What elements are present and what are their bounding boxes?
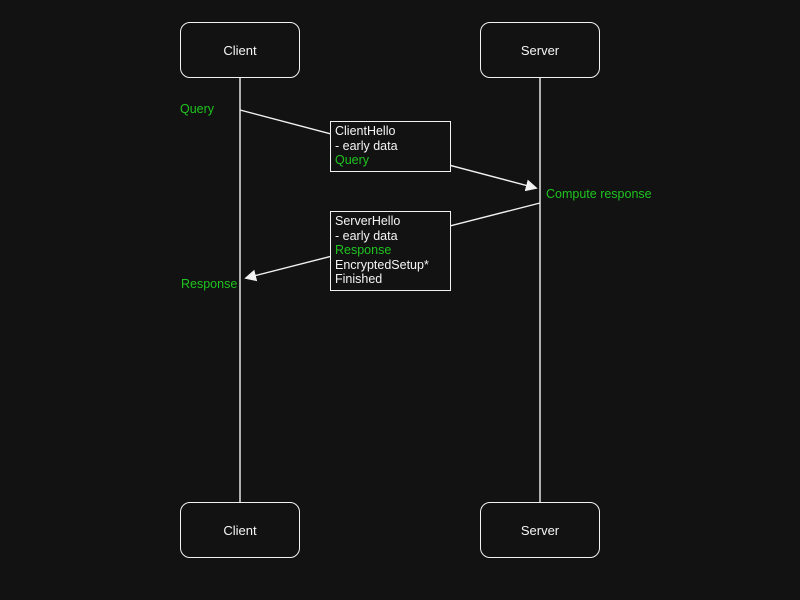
actor-label: Client xyxy=(223,42,257,58)
actor-box-client-bottom: Client xyxy=(180,502,300,558)
query-annotation: Query xyxy=(180,102,215,116)
actor-box-server-top: Server xyxy=(480,22,600,78)
response-annotation: Response xyxy=(181,277,238,291)
message-line: Finished xyxy=(335,272,383,286)
message-line-query: Query xyxy=(335,153,370,167)
compute-response-annotation: Compute response xyxy=(546,187,652,201)
message-line: EncryptedSetup* xyxy=(335,257,429,272)
message-line: ServerHello xyxy=(335,214,401,228)
message-line: ClientHello xyxy=(335,124,396,138)
message-line: - early data xyxy=(335,138,398,153)
message-line-response: Response xyxy=(335,243,392,257)
actor-label: Server xyxy=(520,42,560,58)
actor-box-client-top: Client xyxy=(180,22,300,78)
actor-box-server-bottom: Server xyxy=(480,502,600,558)
client-hello-message-box: ClientHello - early data Query xyxy=(330,121,451,172)
actor-label: Client xyxy=(223,522,257,538)
server-hello-message-box: ServerHello - early data Response Encryp… xyxy=(330,211,451,291)
actor-label: Server xyxy=(520,522,560,538)
message-line: - early data xyxy=(335,228,398,243)
